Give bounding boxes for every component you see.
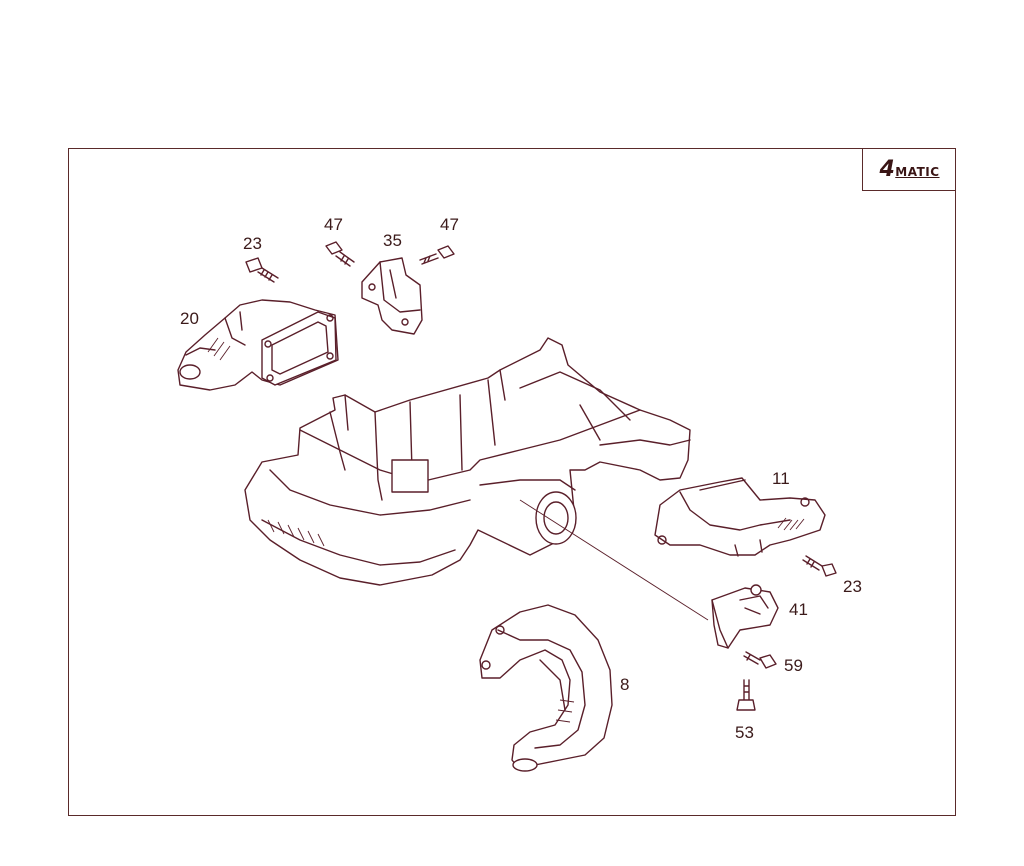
bolt-47-left (325, 241, 355, 267)
bracket-41 (711, 584, 779, 649)
callout-41: 41 (789, 600, 808, 619)
bolt-23-upper (245, 257, 279, 283)
leader-line-41 (519, 499, 709, 621)
callout-11: 11 (772, 469, 790, 488)
callout-8: 8 (620, 675, 630, 694)
callout-35: 35 (383, 231, 402, 250)
bolt-47-right (419, 245, 455, 265)
subframe-part (244, 337, 691, 586)
engine-mount-11 (654, 477, 826, 557)
callout-47-right: 47 (440, 215, 459, 234)
4matic-badge: 4MATIC (862, 148, 956, 191)
callout-47-left: 47 (324, 215, 343, 234)
support-arm-8 (479, 604, 613, 772)
bolt-53 (736, 679, 756, 711)
bracket-35 (361, 257, 423, 335)
callout-20: 20 (180, 309, 199, 328)
callout-23-lower: 23 (843, 577, 862, 596)
callout-53: 53 (735, 723, 754, 742)
bolt-23-lower (802, 555, 837, 577)
engine-mount-bracket-20 (177, 299, 339, 391)
4matic-logo: 4MATIC (879, 156, 940, 182)
callout-23-upper: 23 (243, 234, 262, 253)
diagram-frame (68, 148, 956, 816)
callout-59: 59 (784, 656, 803, 675)
bolt-59 (743, 651, 777, 669)
